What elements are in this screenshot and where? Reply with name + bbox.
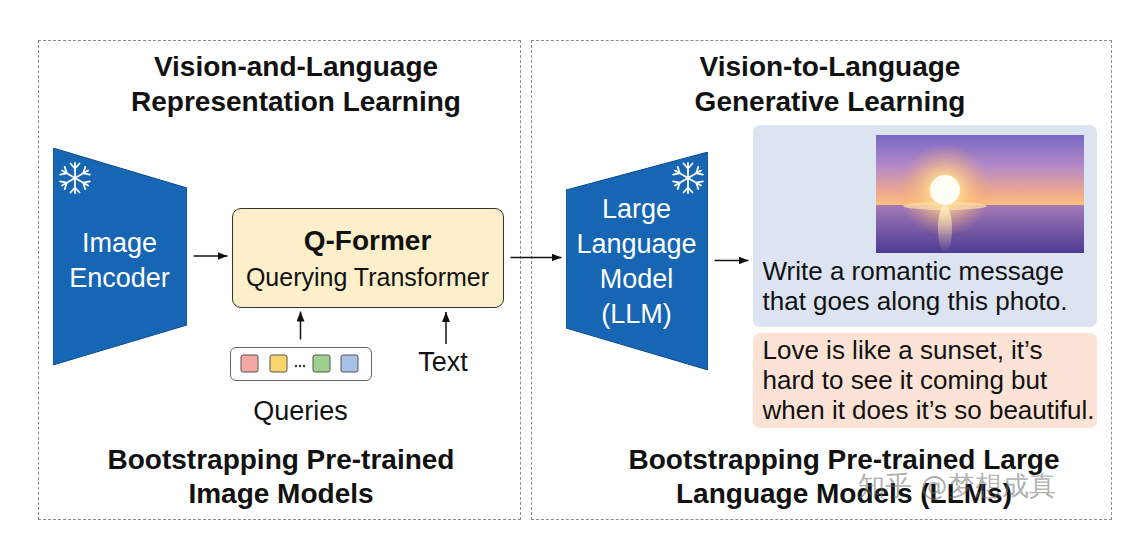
flow-arrow bbox=[194, 255, 228, 257]
qformer-box: Q-FormerQuerying Transformer bbox=[232, 208, 504, 308]
module-label: Large Language Model (LLM) bbox=[572, 190, 702, 332]
panel-frame: Vision-to-Language Generative LearningBo… bbox=[531, 40, 1112, 520]
query-tokens-box: Queries bbox=[230, 347, 372, 381]
prompt-box: Write a romantic message that goes along… bbox=[753, 125, 1097, 327]
response-text: Love is like a sunset, it’s hard to see … bbox=[763, 335, 1099, 425]
flow-arrow bbox=[715, 260, 749, 262]
trapezoid-outline bbox=[53, 148, 187, 365]
panel-frame: Vision-and-Language Representation Learn… bbox=[38, 40, 521, 520]
input-label: Queries bbox=[200, 396, 402, 426]
response-box: Love is like a sunset, it’s hard to see … bbox=[753, 333, 1097, 428]
prompt-text: Write a romantic message that goes along… bbox=[763, 256, 1099, 316]
text-input-arrow bbox=[445, 312, 447, 344]
panel-title: Vision-to-Language Generative Learning bbox=[630, 49, 1030, 119]
panel-footer: Bootstrapping Pre-trained Image Models bbox=[65, 443, 497, 511]
trapezoid-outline bbox=[566, 152, 708, 370]
module-title: Q-Former bbox=[304, 224, 432, 258]
input-label: Text bbox=[405, 347, 481, 377]
module-subtitle: Querying Transformer bbox=[246, 262, 489, 292]
panel-title: Vision-and-Language Representation Learn… bbox=[96, 49, 496, 119]
module-label: Image Encoder bbox=[61, 216, 179, 296]
flow-arrow bbox=[300, 312, 302, 340]
llm-trapezoid: Large Language Model (LLM) bbox=[566, 152, 708, 370]
trapezoid-shape bbox=[566, 152, 708, 370]
encoder-trapezoid: Image Encoder bbox=[53, 148, 187, 365]
watermark: 知乎 @梦想成真 bbox=[858, 469, 1056, 503]
flow-arrow bbox=[511, 257, 562, 259]
